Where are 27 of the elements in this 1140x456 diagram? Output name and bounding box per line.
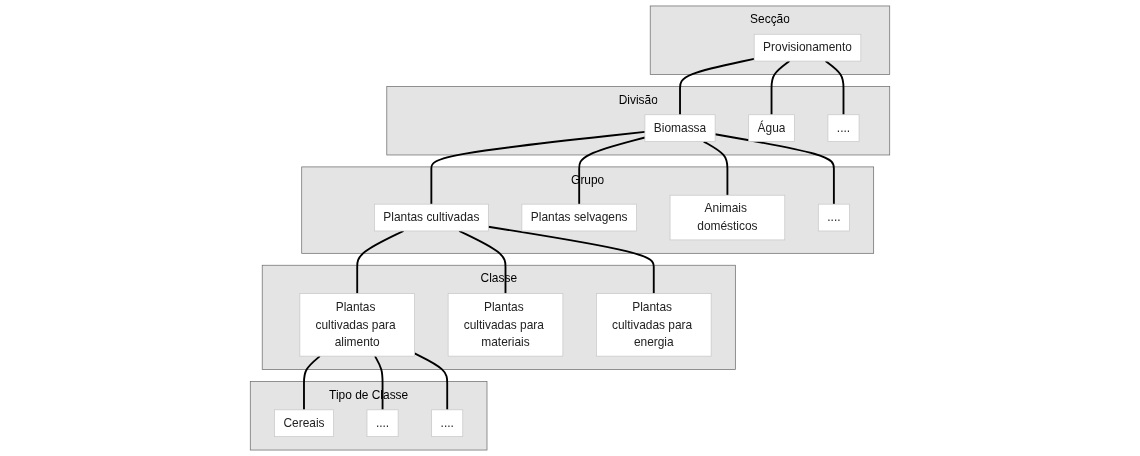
node-box: ....	[827, 114, 860, 142]
node-box: Água	[748, 114, 795, 142]
connector	[487, 225, 655, 295]
node-box: ....	[431, 409, 464, 437]
connector	[413, 352, 449, 411]
connector	[458, 230, 507, 295]
node-box: Provisionamento	[753, 33, 862, 62]
connector	[679, 58, 756, 116]
connector	[770, 60, 791, 116]
connector	[430, 131, 646, 206]
node-box: Animais domésticos	[669, 194, 786, 241]
connector	[578, 136, 646, 206]
connector	[824, 60, 845, 116]
connector	[374, 355, 384, 411]
node-box: Plantas selvagens	[521, 203, 637, 232]
node-box: Plantas cultivadas	[374, 203, 489, 232]
connector	[303, 355, 321, 411]
node-box: Biomassa	[644, 114, 716, 142]
node-box: Plantas cultivadas para alimento	[299, 293, 415, 357]
node-box: ....	[817, 203, 850, 232]
connector	[356, 230, 405, 295]
connector	[714, 133, 835, 206]
node-box: Plantas cultivadas para energia	[596, 293, 712, 357]
node-box: ....	[366, 409, 399, 437]
node-box: Plantas cultivadas para materiais	[447, 293, 564, 357]
node-box: Cereais	[274, 409, 334, 437]
connector	[702, 140, 729, 197]
